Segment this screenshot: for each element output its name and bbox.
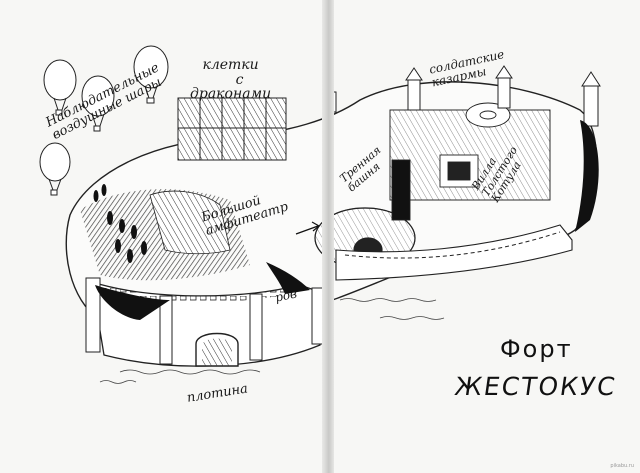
label-cages-line2: с [235,71,244,88]
observation-balloons [39,45,169,196]
shadow-right [575,120,599,232]
book-spine [322,0,334,473]
dragon-cages [177,97,287,161]
watermark: pikabu.ru [610,463,634,469]
title-line1: Форт [500,335,573,363]
shadow-left [95,285,170,320]
title-line2: ЖЕСТОКУС [452,372,619,401]
arena-arrow [295,225,319,235]
label-cages-line3: драконами [190,86,272,103]
moat-water [99,298,445,384]
trees [93,184,147,263]
towers [325,65,601,127]
label-cages-line1: клетки [202,57,259,73]
right-wall [335,224,573,281]
town-buildings [389,102,551,221]
label-dragon-cages: клетки с драконами [190,58,271,102]
shadow-mid [266,262,310,294]
